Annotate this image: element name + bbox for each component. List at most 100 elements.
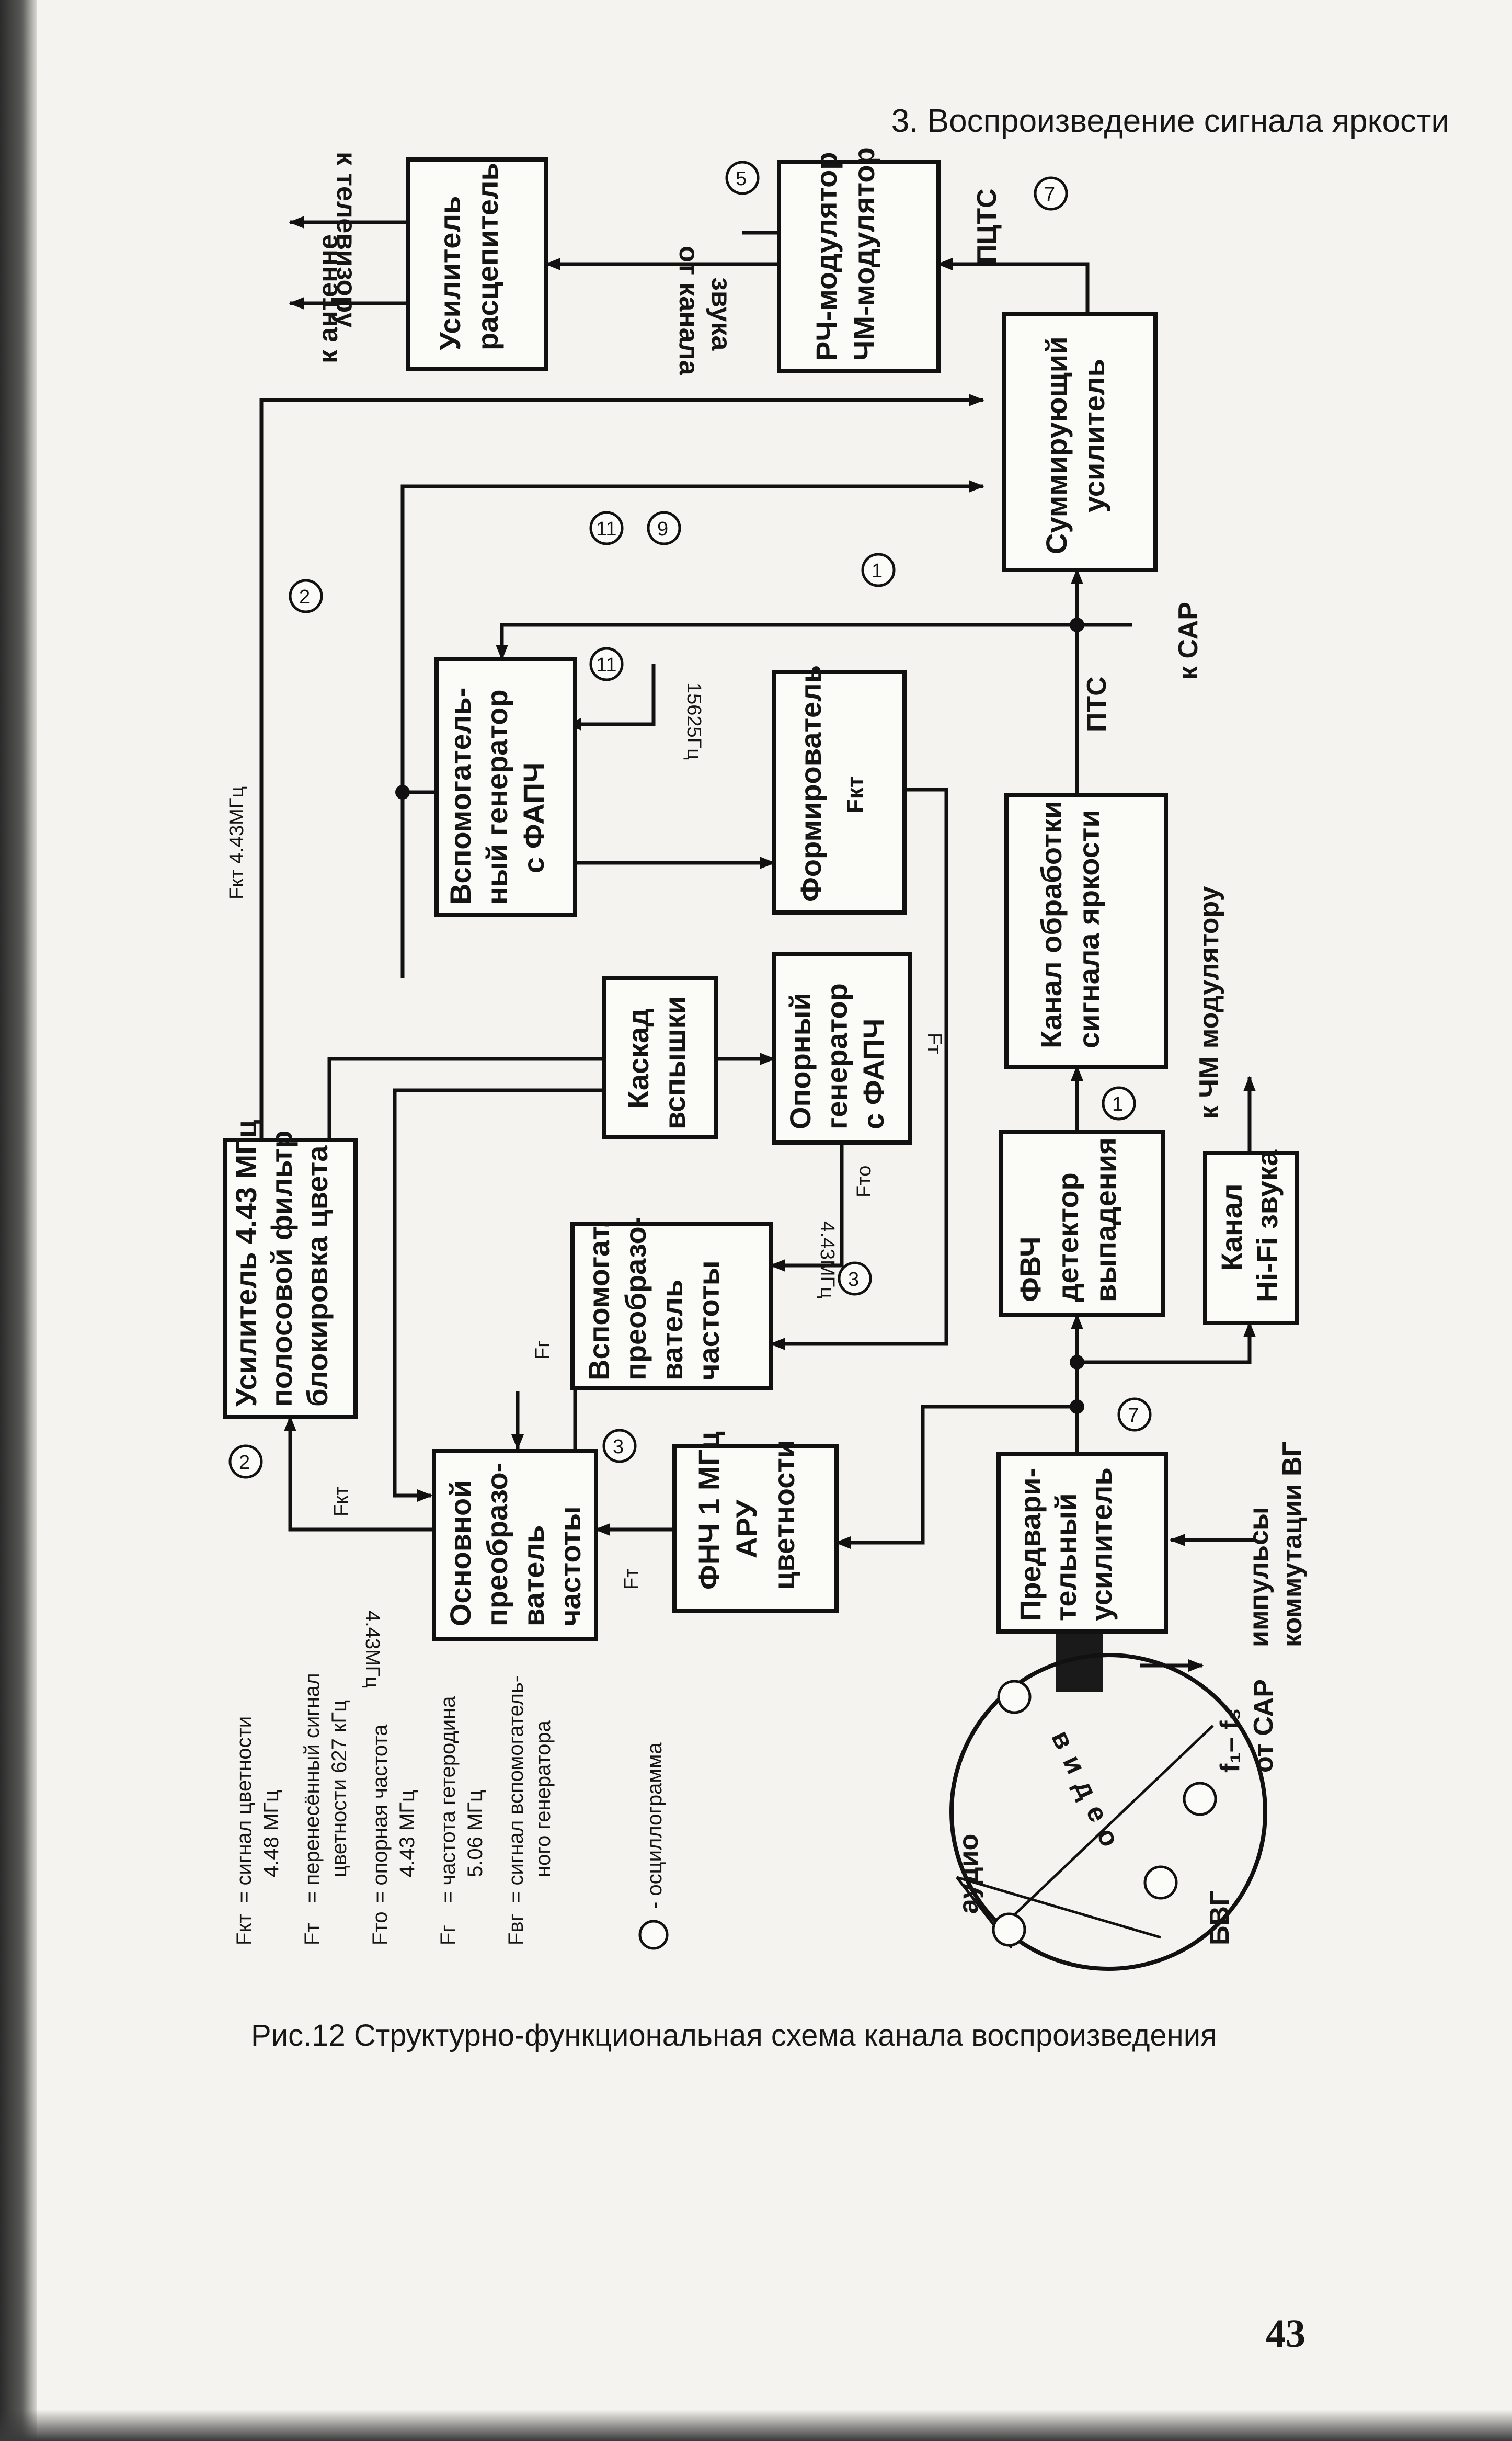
- head-2: [992, 1912, 1026, 1947]
- svg-text:2: 2: [239, 1452, 250, 1474]
- drum-circle: [949, 1653, 1267, 1971]
- wire-mainconv-to-amp: [284, 1416, 434, 1532]
- marker-7: 7: [1117, 1397, 1152, 1432]
- wire-summing-to-mod: [937, 258, 1090, 314]
- head-3: [1183, 1782, 1217, 1816]
- label-fkt-a: Fкт: [330, 1486, 352, 1516]
- wire-15625: [566, 664, 656, 731]
- junction-trunk: [1070, 1355, 1084, 1370]
- audio-label: аудио: [954, 1834, 984, 1914]
- label-fkt-443: Fкт 4.43МГц: [226, 786, 248, 899]
- block-amp-443: Усилитель 4.43 МГцполосовой фильтрблокир…: [223, 1120, 358, 1419]
- wire-pts-to-auxgen: [496, 623, 1077, 660]
- marker-11-a: 11: [589, 511, 624, 545]
- svg-text:11: 11: [596, 654, 616, 676]
- bvg-label: БВГ: [1205, 1891, 1235, 1945]
- marker-11-b: 11: [589, 647, 624, 681]
- oscillogram-markers: 5 7 2 11 9 1 11 1 3 7 3 2: [228, 161, 1152, 1479]
- junction-burst: [395, 785, 410, 800]
- label-f443-b: 4.43МГц: [816, 1221, 838, 1298]
- legend-osc-text: - осциллограмма: [643, 1742, 666, 1909]
- svg-text:3: 3: [848, 1269, 859, 1291]
- marker-9: 9: [647, 511, 681, 545]
- page-number: 43: [1266, 2312, 1305, 2356]
- wire-preamp-to-lpf: [835, 1405, 1077, 1549]
- label-to-sar: к САР: [1173, 602, 1204, 680]
- svg-text:11: 11: [596, 518, 616, 540]
- wire-trunk-to-hifi: [1077, 1321, 1256, 1364]
- marker-4: 5: [725, 161, 760, 195]
- label-f443-a: 4.43МГц: [361, 1611, 383, 1688]
- legend-item-fvg: Fвг= сигнал вспомогатель-ного генератора: [505, 1675, 555, 1945]
- page-bottom-shadow: [0, 2410, 1512, 2441]
- label-to-tv: к телевизору: [331, 152, 361, 327]
- svg-text:3: 3: [613, 1436, 624, 1458]
- svg-text:2: 2: [299, 586, 310, 608]
- block-hifi: КаналHi-Fi звука: [1203, 1149, 1299, 1325]
- marker-1-b: 1: [1102, 1086, 1136, 1121]
- block-preamp: Предвари-тельныйусилитель: [996, 1452, 1168, 1634]
- junctions: [395, 618, 1084, 1414]
- label-to-antenna: к антенне: [313, 234, 343, 363]
- label-ft-a: Fт: [621, 1568, 643, 1590]
- video-label: видео: [1045, 1726, 1129, 1861]
- wire-amp-to-burst: [327, 1057, 604, 1140]
- marker-3-b: 3: [602, 1429, 637, 1463]
- svg-text:Предвари-тельныйусилитель: Предвари-тельныйусилитель: [1014, 1467, 1118, 1621]
- svg-text:КаналHi-Fi звука: КаналHi-Fi звука: [1215, 1149, 1284, 1302]
- svg-text:7: 7: [1128, 1405, 1139, 1427]
- page-binding-shadow: [0, 0, 37, 2441]
- wire-amp-to-summing: [259, 394, 984, 1140]
- svg-text:1: 1: [872, 560, 883, 582]
- label-pts: ПТС: [1082, 676, 1112, 732]
- label-fr: Fг: [532, 1340, 554, 1360]
- label-fro: Fто: [853, 1166, 875, 1197]
- wire-shaper-to-auxconv: [770, 788, 948, 1350]
- wire-auxconv-to-mainconv: [516, 1388, 577, 1453]
- section-header: 3. Воспроизведение сигнала яркости: [891, 103, 1449, 139]
- svg-text:1: 1: [1112, 1093, 1123, 1115]
- svg-text:Усилитель 4.43 МГцполосовой фи: Усилитель 4.43 МГцполосовой фильтрблокир…: [230, 1120, 334, 1407]
- junction-pts: [1070, 618, 1084, 632]
- wire-burst-loop: [393, 1088, 604, 1502]
- marker-6: 7: [1034, 176, 1068, 211]
- svg-text:9: 9: [657, 518, 668, 540]
- marker-2-left: 2: [228, 1444, 263, 1479]
- label-to-fm-mod: к ЧМ модулятору: [1194, 886, 1224, 1119]
- label-ptcs: ПЦТС: [972, 188, 1002, 264]
- audio-pointer-b: [956, 1876, 1161, 1939]
- label-from-sound: от каналазвука: [673, 246, 736, 376]
- marker-2-top: 2: [289, 579, 323, 613]
- svg-text:5: 5: [736, 168, 747, 190]
- junction-split: [1070, 1399, 1084, 1414]
